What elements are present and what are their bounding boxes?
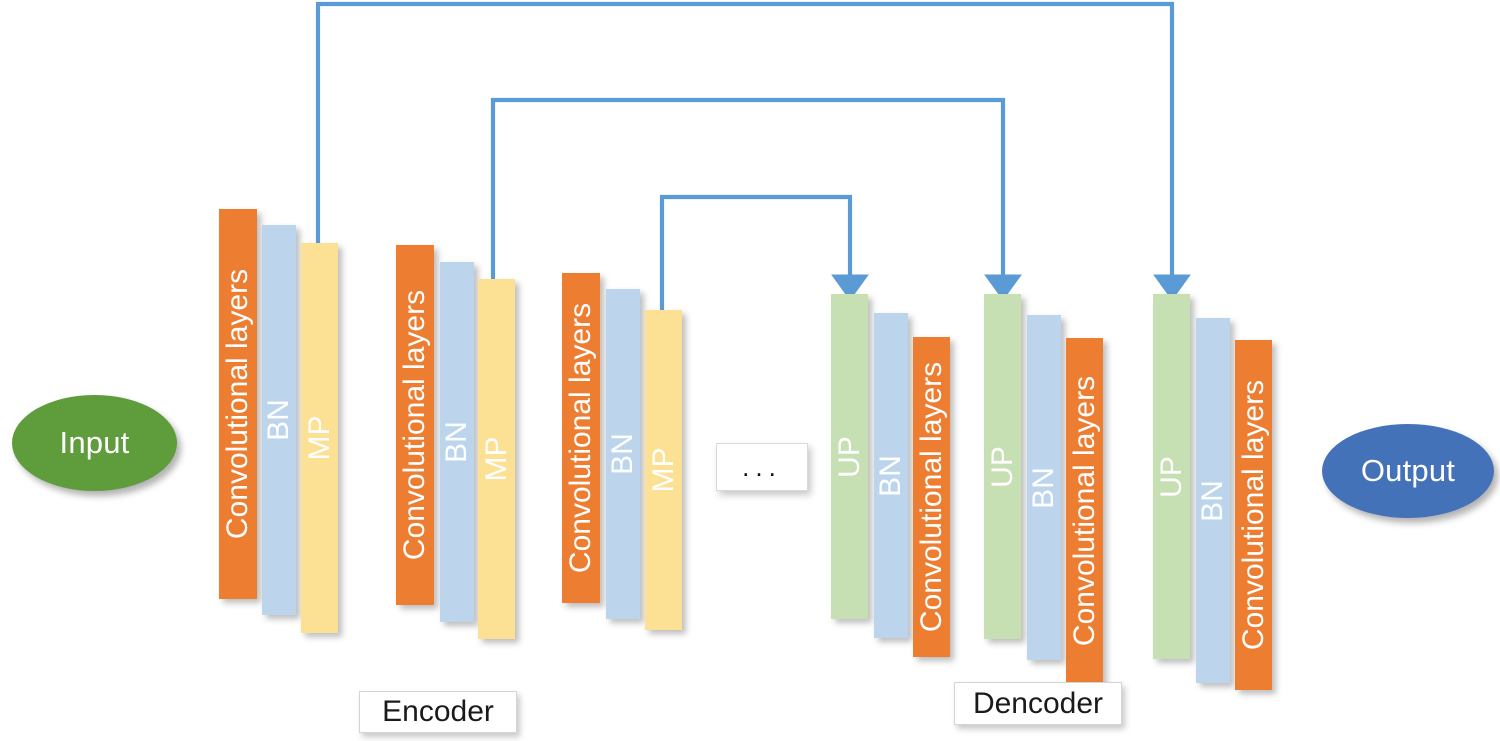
enc3-bn-bar: BN <box>606 289 640 619</box>
enc2-bn-bar: BN <box>440 262 474 622</box>
dec3-up-bar: UP <box>1153 294 1190 659</box>
dec3-conv-bar: Convolutional layers <box>1235 340 1272 690</box>
skip-connection-1 <box>315 1 1191 301</box>
input-node: Input <box>12 395 177 491</box>
dec3-up-label: UP <box>1154 455 1188 498</box>
dec1-bn-label: BN <box>874 454 907 497</box>
dec2-bn-label: BN <box>1027 466 1060 509</box>
dec3-conv-label: Convolutional layers <box>1236 379 1270 651</box>
enc3-mp-label: MP <box>646 447 680 493</box>
enc2-conv-bar: Convolutional layers <box>396 245 434 605</box>
input-label: Input <box>59 425 130 460</box>
dec1-conv-bar: Convolutional layers <box>913 337 950 657</box>
ellipsis-box: ... <box>716 443 808 491</box>
dec3-bn-bar: BN <box>1196 318 1230 683</box>
dec1-up-bar: UP <box>831 294 868 619</box>
enc2-mp-label: MP <box>479 436 513 482</box>
dec3-bn-label: BN <box>1196 479 1229 522</box>
dec2-conv-bar: Convolutional layers <box>1066 338 1103 683</box>
enc1-mp-bar: MP <box>301 243 338 633</box>
dencoder-section-label: Dencoder <box>954 682 1122 725</box>
encoder-section-label: Encoder <box>359 691 517 733</box>
enc2-conv-label: Convolutional layers <box>398 289 431 561</box>
dec2-conv-label: Convolutional layers <box>1067 375 1101 646</box>
dec1-conv-label: Convolutional layers <box>914 361 948 633</box>
dec2-bn-bar: BN <box>1027 315 1061 660</box>
enc1-bn-label: BN <box>262 399 295 441</box>
dencoder-label-text: Dencoder <box>972 686 1104 720</box>
skip-connection-2 <box>490 97 1022 301</box>
encoder-label-text: Encoder <box>382 695 494 728</box>
dec1-up-label: UP <box>832 435 866 478</box>
enc3-bn-label: BN <box>606 433 639 475</box>
ellipsis-label: ... <box>742 451 782 482</box>
enc2-bn-label: BN <box>440 421 473 463</box>
enc1-conv-label: Convolutional layers <box>221 268 254 540</box>
dec2-up-bar: UP <box>984 294 1021 639</box>
enc3-mp-bar: MP <box>645 310 682 630</box>
enc3-conv-bar: Convolutional layers <box>562 273 600 603</box>
dec2-up-label: UP <box>985 445 1019 488</box>
output-label: Output <box>1360 453 1456 488</box>
enc3-conv-label: Convolutional layers <box>564 302 597 574</box>
enc1-conv-bar: Convolutional layers <box>219 209 257 599</box>
skip-connection-3 <box>659 194 869 311</box>
enc1-bn-bar: BN <box>262 225 296 615</box>
enc1-mp-label: MP <box>302 415 336 461</box>
output-node: Output <box>1322 424 1494 518</box>
dec1-bn-bar: BN <box>874 313 908 638</box>
enc2-mp-bar: MP <box>478 279 515 639</box>
